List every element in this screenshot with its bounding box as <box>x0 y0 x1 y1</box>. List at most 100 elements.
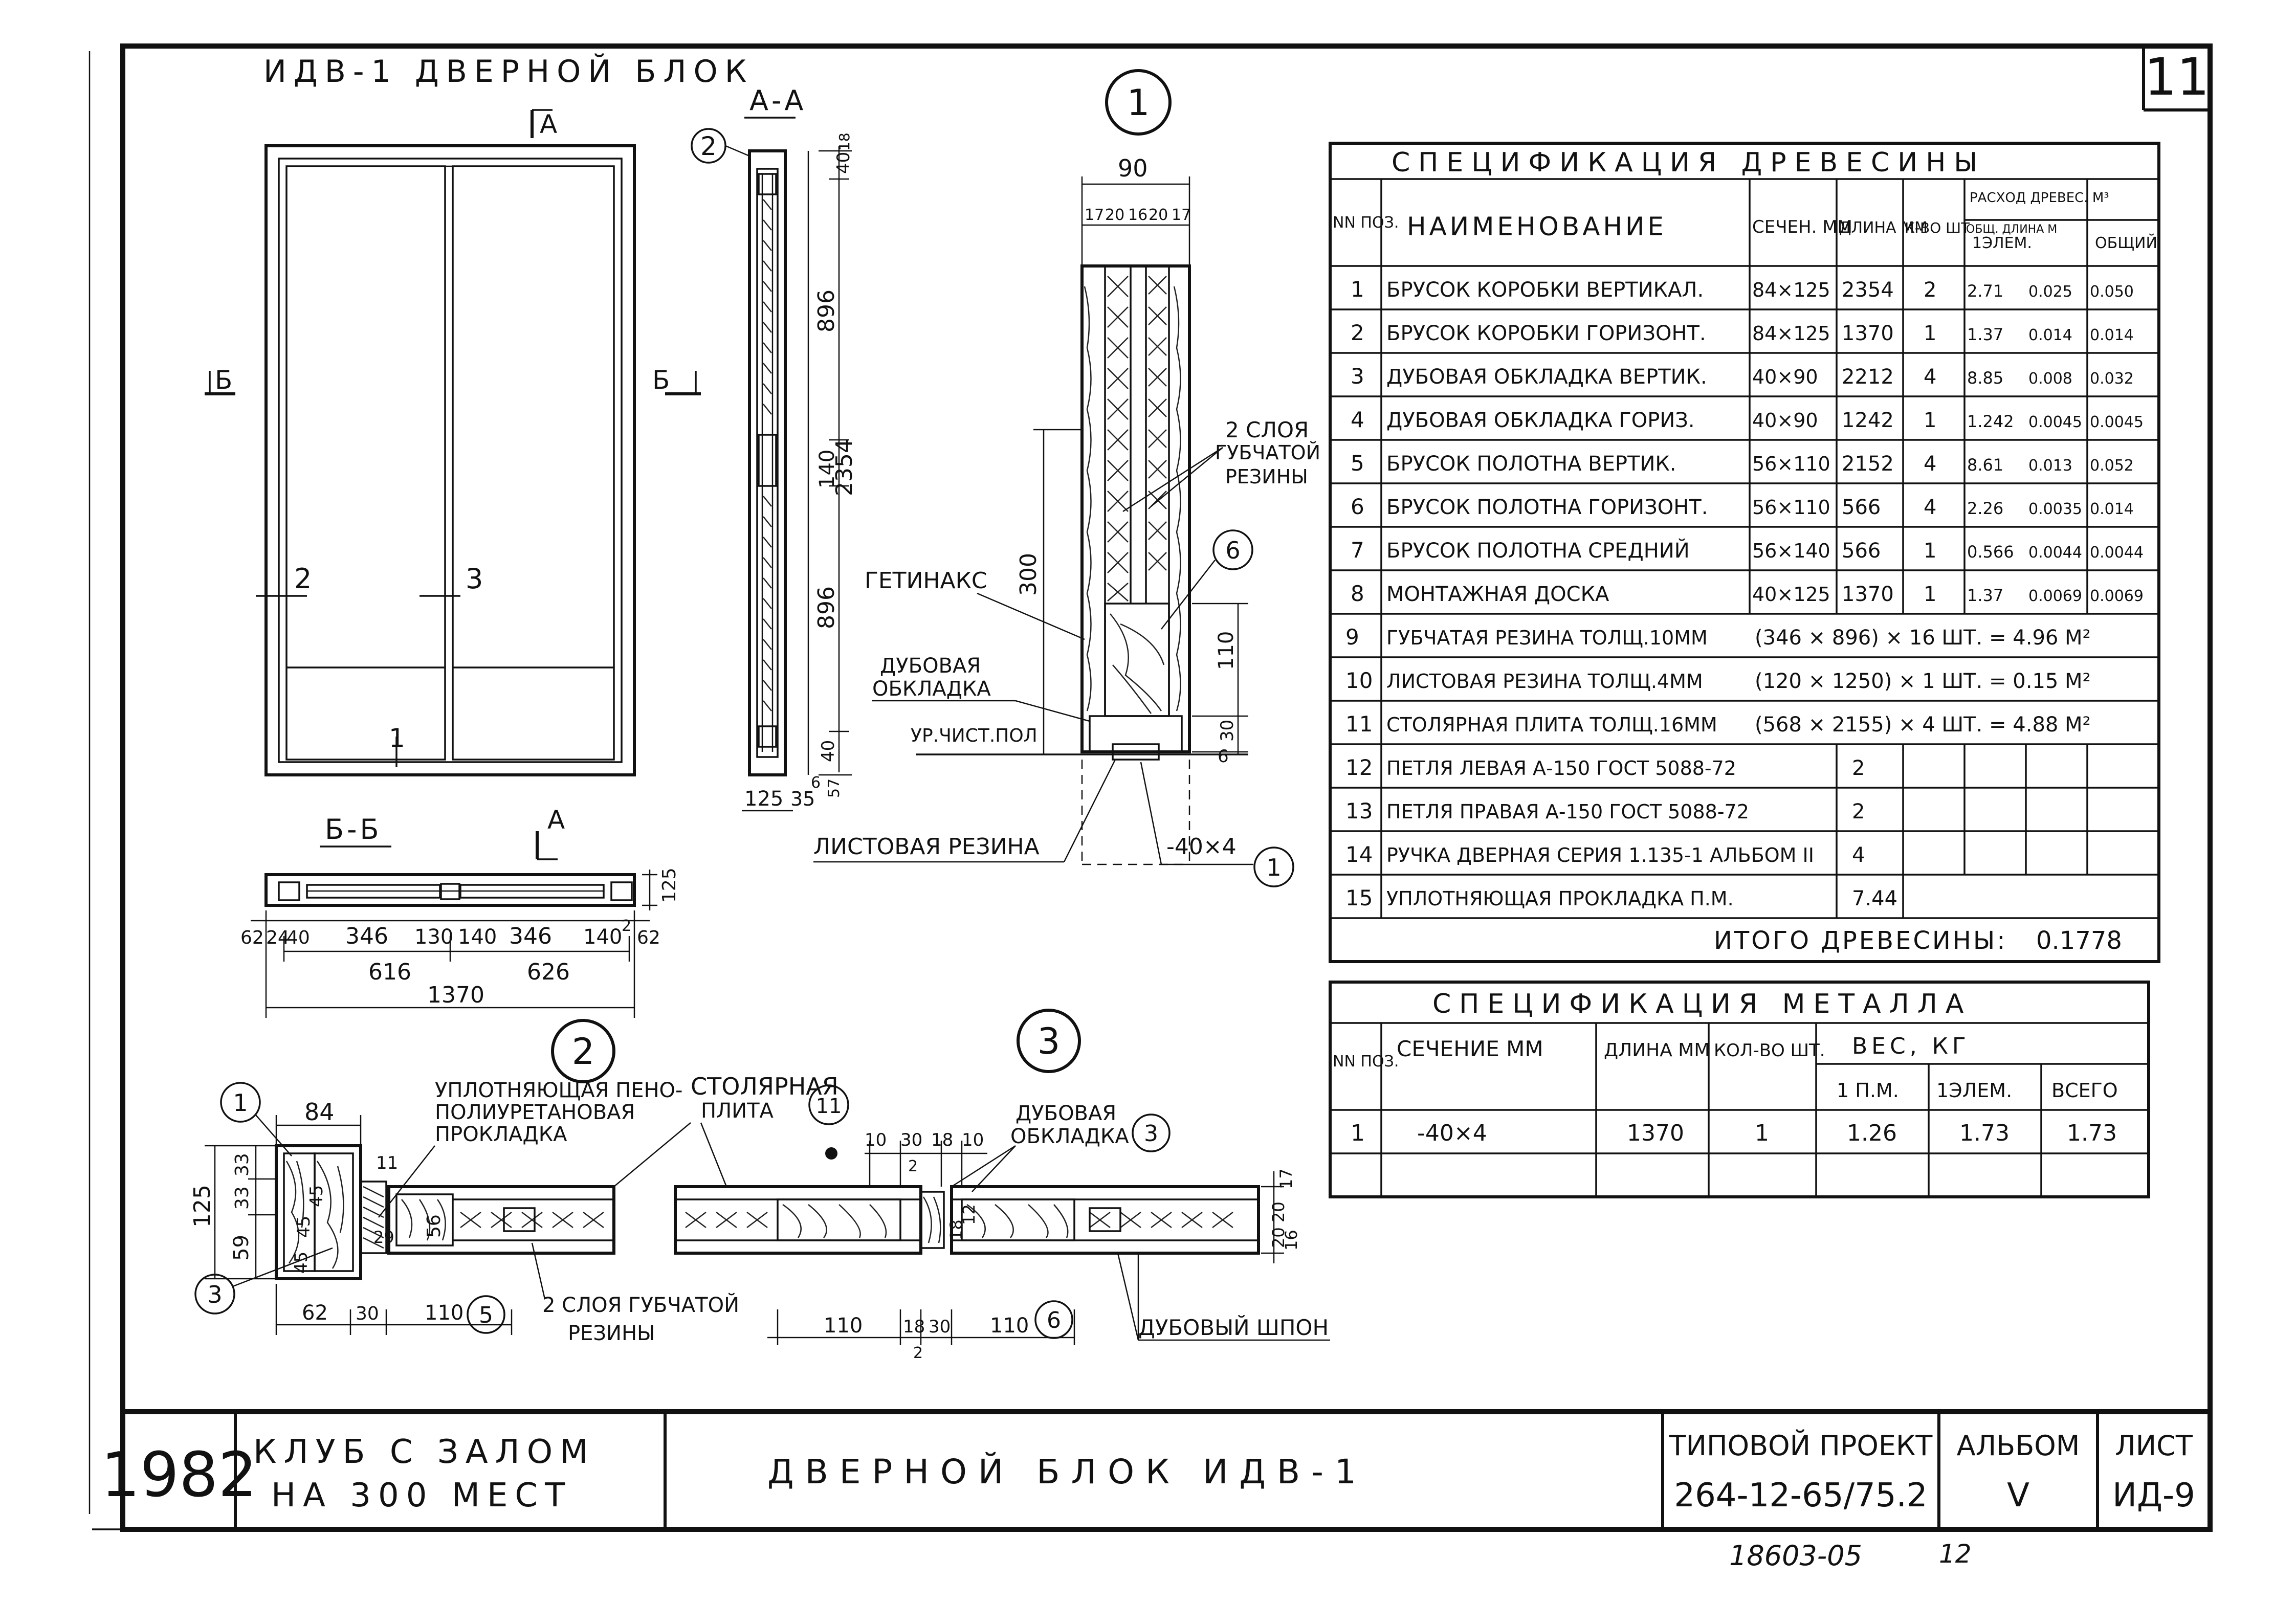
detail2-drawing <box>275 1144 615 1280</box>
detail2-callout-1: 1 <box>233 1089 248 1117</box>
wood-row-length: 2354 <box>1842 278 1894 302</box>
detail2-callout-5: 5 <box>479 1302 493 1328</box>
wood-row-name: БРУСОК ПОЛОТНА ВЕРТИК. <box>1386 452 1676 476</box>
detail3-callout-3: 3 <box>1144 1121 1158 1147</box>
wood-row-per-el: 0.0069 <box>2028 587 2082 605</box>
wood-spec-title: СПЕЦИФИКАЦИЯ ДРЕВЕСИНЫ <box>1392 147 1985 178</box>
wood-spec-table-grid <box>1329 142 2160 963</box>
detail2-dim-30: 30 <box>356 1303 379 1324</box>
detail1-label-sheet-rubber: ЛИСТОВАЯ РЕЗИНА <box>813 834 1040 860</box>
wood-row-length: 566 <box>1842 496 1881 519</box>
wood-row-per-el: 0.013 <box>2028 457 2072 475</box>
detail1-dim-90: 90 <box>1118 154 1148 182</box>
detail1-dimensions <box>1033 176 1248 754</box>
wood-row-pos: 6 <box>1351 494 1364 519</box>
wood-spec-h-length: ДЛИНА ММ <box>1839 219 1928 237</box>
door-elevation <box>205 109 701 776</box>
wood-spec-h-per-el: 1ЭЛЕМ. <box>1972 234 2032 252</box>
detail2-dim-45-b: 45 <box>306 1185 327 1207</box>
detail2-label-board-2: ПЛИТА <box>701 1099 774 1123</box>
sheet-frame <box>89 43 2213 1532</box>
wood-row-total: 0.050 <box>2090 283 2134 301</box>
wood-row-qty: 2 <box>1924 278 1936 302</box>
detail1-callout-6-circle <box>1212 529 1253 570</box>
wood-row-name: ПЕТЛЯ ПРАВАЯ А-150 ГОСТ 5088-72 <box>1386 800 1749 823</box>
detail1-dim-300: 300 <box>1015 553 1042 596</box>
detail2-dim-33-b: 33 <box>232 1186 253 1210</box>
wood-row-total-len: 2.71 <box>1967 281 2003 301</box>
wood-spec-h-total-len: ОБЩ. ДЛИНА М <box>1966 223 2057 236</box>
detail3-label-veneer: ДУБОВЫЙ ШПОН <box>1138 1315 1329 1340</box>
section-aa-callout: 2 <box>700 131 717 161</box>
detail2-label-board-1: СТОЛЯРНАЯ <box>691 1073 838 1100</box>
wood-row-name: МОНТАЖНАЯ ДОСКА <box>1386 583 1609 606</box>
archive-number: 18603-05 <box>1729 1540 1862 1572</box>
elevation-cut-a: А <box>540 109 557 139</box>
aa-dim-35: 35 <box>790 788 815 810</box>
detail2-dim-62: 62 <box>302 1301 328 1325</box>
wood-row-name: БРУСОК ПОЛОТНА ГОРИЗОНТ. <box>1386 496 1708 519</box>
wood-row-pos: 2 <box>1351 320 1364 345</box>
wood-row-total-len: 1.242 <box>1967 412 2014 431</box>
wood-row-length: 1370 <box>1842 322 1894 345</box>
aa-dim-40-bottom: 40 <box>818 740 838 762</box>
wood-spec-h-total: ОБЩИЙ <box>2095 234 2157 252</box>
wood-row-qty: 4 <box>1924 365 1936 389</box>
archive-page: 12 <box>1939 1539 1972 1569</box>
section-aa-dimensions <box>742 146 852 812</box>
detail2-callout-circle <box>551 1019 615 1083</box>
detail2-label-seal-3: ПРОКЛАДКА <box>435 1123 567 1146</box>
detail1-dim-20-b: 20 <box>1149 206 1168 224</box>
wood-row-total: 0.014 <box>2090 500 2134 518</box>
wood-row-total: 0.014 <box>2090 326 2134 344</box>
detail1-dim-110: 110 <box>1215 631 1238 670</box>
metal-spec-row-pos: 1 <box>1351 1120 1365 1146</box>
detail3-dim-17: 17 <box>1276 1168 1296 1189</box>
wood-row-section: 40×125 <box>1752 583 1830 606</box>
detail1-label-rubber-1: 2 СЛОЯ <box>1225 417 1309 442</box>
detail3-marker-dot <box>825 1147 837 1160</box>
wood-row-qty: 1 <box>1924 539 1936 563</box>
detail2-dim-110: 110 <box>425 1301 463 1325</box>
wood-row-qty: 1 <box>1924 583 1936 606</box>
wood-spec-h-section: СЕЧЕН. ММ <box>1752 217 1852 237</box>
wood-row-pos: 13 <box>1345 798 1373 823</box>
detail3-callout-circle <box>1017 1009 1081 1073</box>
detail1-drawing <box>916 264 1248 865</box>
wood-row-name: ЛИСТОВАЯ РЕЗИНА ТОЛЩ.4ММ <box>1386 670 1703 693</box>
detail3-dim-20-a: 20 <box>1269 1201 1288 1222</box>
wood-row-pos: 3 <box>1351 364 1364 389</box>
detail3-dim-2: 2 <box>908 1157 918 1175</box>
wood-row-total-len: 8.85 <box>1967 368 2003 388</box>
wood-row-total: 0.032 <box>2090 370 2134 388</box>
detail2-label-layers-1: 2 СЛОЯ ГУБЧАТОЙ <box>542 1293 739 1317</box>
wood-row-per-el: 0.025 <box>2028 283 2072 301</box>
detail3-label-oak-1: ДУБОВАЯ <box>1015 1102 1116 1125</box>
wood-row-name: ДУБОВАЯ ОБКЛАДКА ГОРИЗ. <box>1386 409 1695 432</box>
wood-spec-h-name: НАИМЕНОВАНИЕ <box>1407 212 1667 241</box>
title-project-label: ТИПОВОЙ ПРОЕКТ <box>1669 1430 1933 1462</box>
detail1-label-floor: УР.ЧИСТ.ПОЛ <box>911 725 1037 746</box>
wood-row-value: (346 × 896) × 16 ШТ. = 4.96 М² <box>1755 626 2091 650</box>
wood-row-total-len: 2.26 <box>1967 499 2003 518</box>
wood-spec-total-label: ИТОГО ДРЕВЕСИНЫ: <box>1714 926 2007 955</box>
detail1-callout-circle <box>1105 69 1172 136</box>
metal-spec-h-total: ВСЕГО <box>2051 1079 2118 1102</box>
title-club-line2: НА 300 МЕСТ <box>271 1477 572 1515</box>
metal-spec-h-per-m: 1 П.М. <box>1837 1079 1899 1102</box>
wood-row-section: 56×140 <box>1752 540 1830 562</box>
wood-row-qty: 2 <box>1852 800 1865 823</box>
bb-dim-24: 24 <box>266 927 290 948</box>
wood-row-qty: 4 <box>1924 452 1936 476</box>
detail2-dim-33-a: 33 <box>232 1153 253 1176</box>
bb-dim-125: 125 <box>659 867 680 903</box>
metal-spec-h-weight: ВЕС, КГ <box>1852 1033 1970 1059</box>
bb-dim-1370: 1370 <box>427 982 484 1008</box>
metal-spec-h-length: ДЛИНА ММ <box>1604 1040 1710 1061</box>
metal-spec-row-length: 1370 <box>1627 1120 1684 1146</box>
metal-spec-h-pos: NN ПОЗ. <box>1333 1053 1399 1071</box>
wood-row-pos: 8 <box>1351 581 1364 606</box>
aa-dim-2354: 2354 <box>831 439 857 496</box>
detail2-dim-11: 11 <box>376 1153 398 1173</box>
